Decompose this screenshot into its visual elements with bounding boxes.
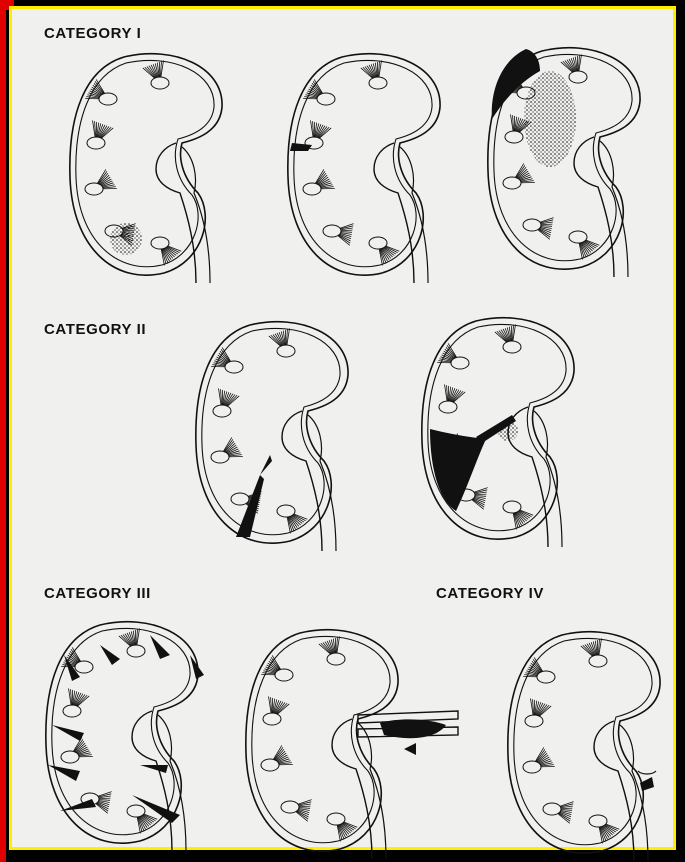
kidney-cat1-contusion (64, 47, 244, 283)
kidney-cat4-upj-avulsion (502, 625, 682, 861)
category-4-label: CATEGORY IV (436, 585, 544, 602)
contusion-stipple (110, 223, 142, 255)
medullary-pyramid (211, 437, 243, 466)
medullary-pyramid (523, 747, 555, 776)
medullary-pyramid (361, 60, 389, 89)
medullary-pyramid (327, 812, 357, 841)
medullary-pyramid (523, 214, 554, 239)
medullary-pyramid (524, 698, 552, 727)
category-3-label: CATEGORY III (44, 585, 151, 602)
renal-capsule (508, 632, 660, 853)
kidney-cat2-deep-laceration (416, 311, 596, 547)
medullary-pyramid (581, 638, 609, 667)
medullary-pyramid (569, 230, 599, 259)
medullary-pyramid (503, 500, 533, 529)
medullary-pyramid (281, 796, 312, 821)
kidney-outline (246, 630, 398, 859)
medullary-pyramid (261, 745, 293, 774)
medullary-pyramid (212, 388, 240, 417)
renal-capsule (70, 54, 222, 275)
medullary-pyramid (277, 504, 307, 533)
kidney-cat2-laceration (190, 315, 370, 551)
kidney-outline (288, 54, 440, 283)
medullary-pyramid (119, 628, 147, 657)
medullary-pyramid (319, 636, 347, 665)
medullary-pyramid (503, 163, 535, 192)
renal-capsule (288, 54, 440, 275)
medullary-pyramid (151, 236, 181, 265)
medullary-pyramid (495, 324, 523, 353)
renal-capsule (196, 322, 348, 543)
medullary-pyramid (303, 169, 335, 198)
medullary-pyramid (262, 696, 290, 725)
kidney-cat1-subcapsular-hematoma (482, 41, 662, 277)
kidney-outline (508, 632, 660, 861)
kidney-cat3-pedicle-injury (240, 623, 470, 859)
medullary-pyramid (85, 169, 117, 198)
medullary-pyramid (81, 788, 112, 813)
medullary-pyramid (269, 328, 297, 357)
medullary-pyramid (589, 814, 619, 843)
kidney-outline (70, 54, 222, 283)
medullary-pyramid (86, 120, 114, 149)
kidney-cat3-shattered (40, 615, 230, 851)
arrowhead-icon (404, 743, 416, 755)
medullary-pyramid (438, 384, 466, 413)
medullary-pyramid (561, 54, 589, 83)
medullary-pyramid (369, 236, 399, 265)
category-1-label: CATEGORY I (44, 25, 141, 42)
medullary-pyramid (61, 737, 93, 766)
medullary-pyramid (323, 220, 354, 245)
renal-vessel-injury (358, 711, 458, 755)
medullary-pyramid (543, 798, 574, 823)
category-2-label: CATEGORY II (44, 321, 146, 338)
left-edge-strip (0, 0, 6, 862)
subcapsular-hematoma (492, 49, 576, 167)
renal-capsule (246, 630, 398, 851)
medullary-pyramid (143, 60, 171, 89)
kidney-cat1-cortical-laceration (282, 47, 462, 283)
medullary-pyramid (62, 688, 90, 717)
kidney-outline (196, 322, 348, 551)
illustration-panel: CATEGORY I CATEGORY II CATEGORY III CATE… (9, 6, 676, 850)
